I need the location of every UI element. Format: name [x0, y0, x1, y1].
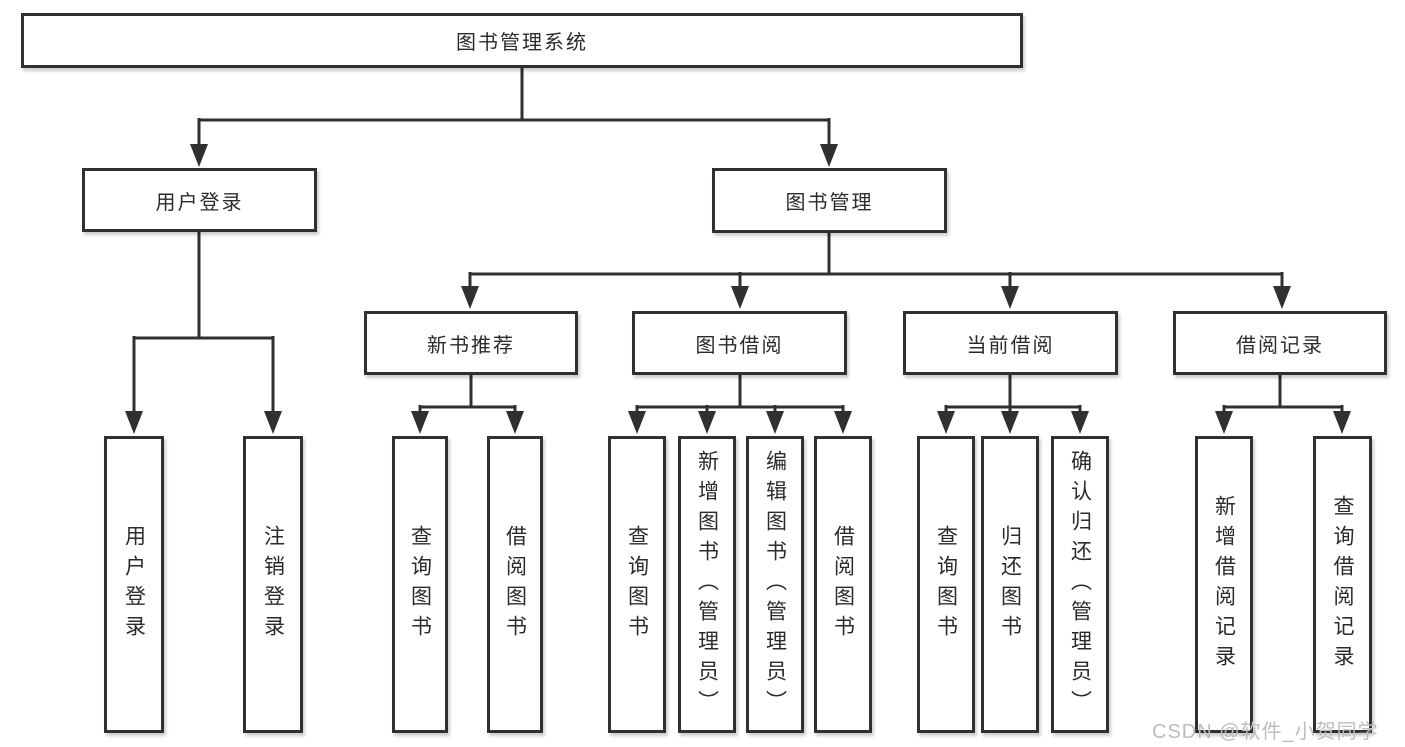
node-book-management: 图书管理 — [712, 168, 947, 233]
leaf-bb-add-books-admin: 新增图书（管理员） — [678, 436, 736, 733]
leaf-bb-borrow-books: 借阅图书 — [814, 436, 872, 733]
leaf-cb-return-books: 归还图书 — [981, 436, 1039, 733]
leaf-bb-query-books: 查询图书 — [608, 436, 666, 733]
leaf-logout: 注销登录 — [243, 436, 303, 733]
leaf-cb-query-books: 查询图书 — [917, 436, 975, 733]
node-new-book-recommend: 新书推荐 — [364, 311, 578, 375]
leaf-cb-confirm-return-admin: 确认归还（管理员） — [1051, 436, 1109, 733]
leaf-nbr-query-books: 查询图书 — [392, 436, 448, 733]
leaf-user-login: 用户登录 — [104, 436, 164, 733]
node-user-login: 用户登录 — [82, 168, 317, 232]
leaf-br-add-record: 新增借阅记录 — [1195, 436, 1253, 733]
leaf-nbr-borrow-books: 借阅图书 — [487, 436, 543, 733]
node-borrow-record: 借阅记录 — [1173, 311, 1387, 375]
node-book-borrow: 图书借阅 — [632, 311, 847, 375]
csdn-watermark: CSDN @软件_小贺同学 — [1152, 721, 1379, 743]
node-current-borrow: 当前借阅 — [903, 311, 1118, 375]
leaf-br-query-record: 查询借阅记录 — [1313, 436, 1372, 733]
arrowhead-icons — [125, 144, 1351, 434]
leaf-bb-edit-books-admin: 编辑图书（管理员） — [746, 436, 804, 733]
node-root-library-system: 图书管理系统 — [21, 13, 1023, 68]
